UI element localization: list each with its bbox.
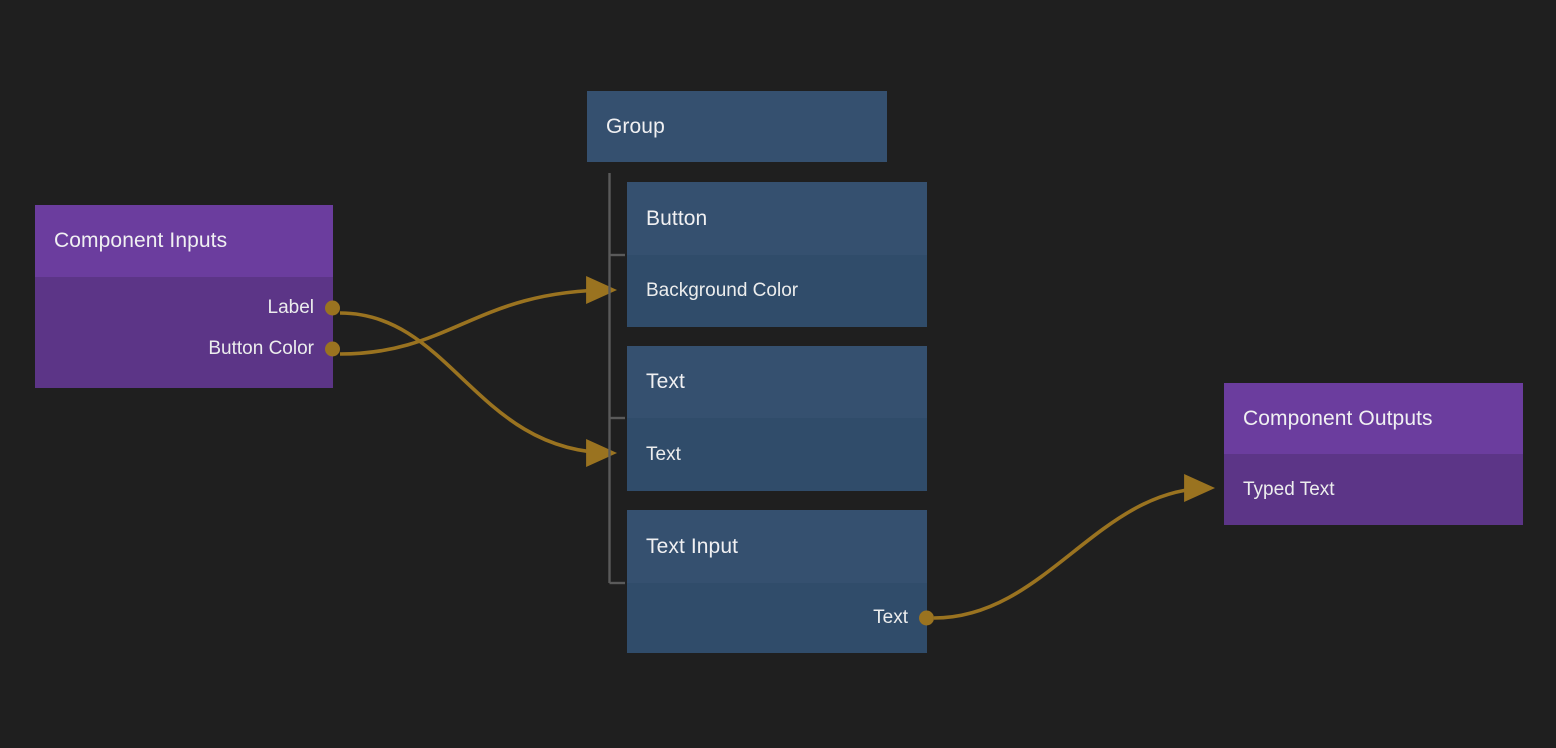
node-text[interactable]: Text Text	[627, 346, 927, 491]
port-row-text-out[interactable]: Text	[627, 583, 934, 653]
node-body-component-outputs: Typed Text	[1224, 454, 1523, 525]
node-title: Component Outputs	[1243, 406, 1433, 430]
edge-textinput-to-typedtext	[933, 473, 1216, 620]
port-row-background-color[interactable]: Background Color	[627, 255, 927, 327]
port-row-label[interactable]: Label	[35, 287, 340, 328]
node-header-button[interactable]: Button	[627, 182, 927, 255]
node-header-component-inputs[interactable]: Component Inputs	[35, 205, 333, 277]
output-port-text[interactable]	[919, 610, 934, 626]
edge-buttoncolor-to-backgroundcolor	[339, 275, 618, 356]
port-label: Typed Text	[1243, 478, 1335, 500]
node-header-group[interactable]: Group	[587, 91, 887, 162]
node-header-text-input[interactable]: Text Input	[627, 510, 927, 583]
node-title: Group	[606, 114, 665, 138]
node-group[interactable]: Group	[587, 91, 887, 162]
node-body-component-inputs: Label Button Color	[35, 277, 340, 388]
port-label: Text	[646, 443, 681, 465]
output-port-button-color[interactable]	[325, 341, 340, 356]
node-body-button: Background Color	[627, 255, 927, 327]
port-label: Text	[873, 607, 908, 628]
node-component-inputs[interactable]: Component Inputs Label Button Color	[35, 205, 340, 388]
output-port-label[interactable]	[325, 300, 340, 315]
edge-label-to-text	[339, 311, 618, 468]
port-row-text-in[interactable]: Text	[627, 418, 927, 491]
node-body-text-input: Text	[627, 583, 934, 653]
node-header-component-outputs[interactable]: Component Outputs	[1224, 383, 1523, 454]
node-text-input[interactable]: Text Input Text	[627, 510, 934, 653]
port-label: Label	[267, 296, 315, 318]
node-title: Text	[646, 370, 685, 393]
node-title: Button	[646, 206, 708, 230]
port-row-typed-text[interactable]: Typed Text	[1224, 454, 1523, 525]
node-component-outputs[interactable]: Component Outputs Typed Text	[1224, 383, 1523, 525]
node-title: Component Inputs	[54, 229, 228, 252]
node-header-text[interactable]: Text	[627, 346, 927, 418]
node-body-text: Text	[627, 418, 927, 491]
port-label: Background Color	[646, 280, 799, 301]
node-title: Text Input	[646, 534, 739, 558]
port-row-button-color[interactable]: Button Color	[35, 328, 340, 369]
port-label: Button Color	[208, 337, 314, 359]
node-button[interactable]: Button Background Color	[627, 182, 927, 327]
